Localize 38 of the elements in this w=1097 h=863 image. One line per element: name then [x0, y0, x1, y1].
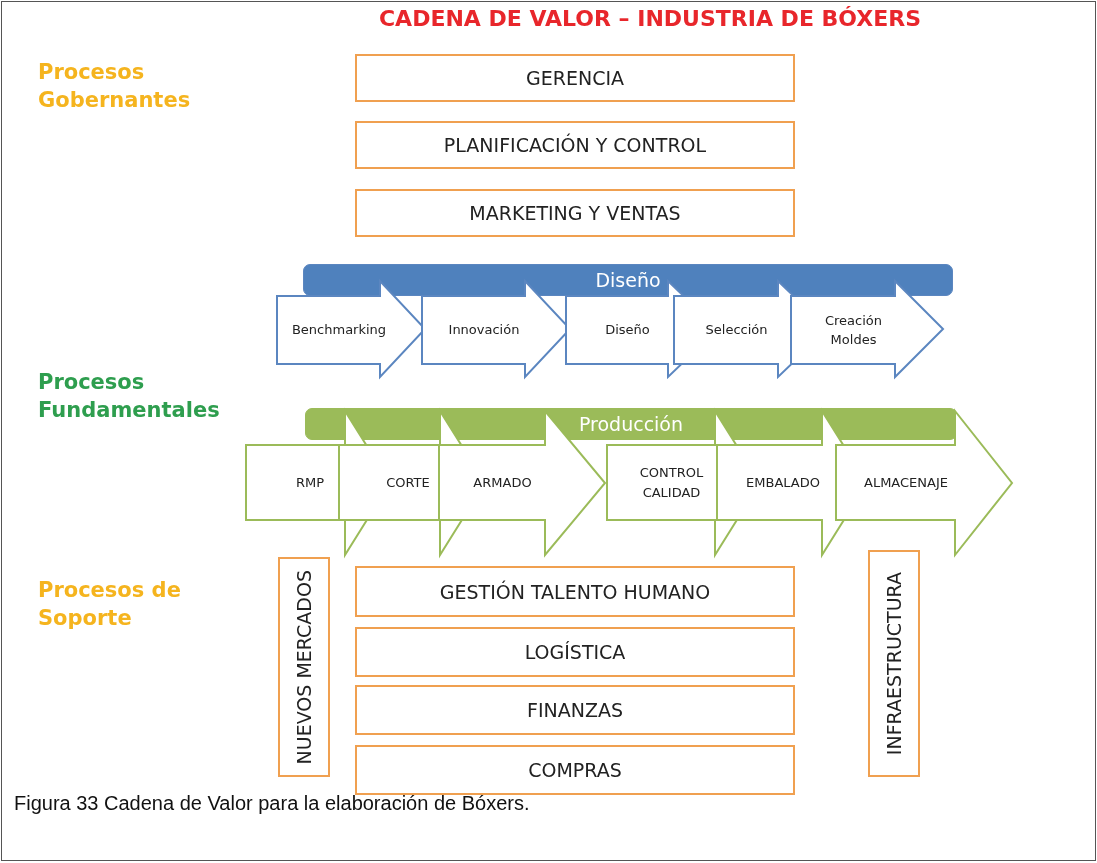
- process-label: GERENCIA: [526, 67, 624, 89]
- process-label: Diseño: [605, 321, 650, 340]
- stage-bar: [303, 264, 953, 296]
- process-label: NUEVOS MERCADOS: [293, 569, 315, 765]
- process-label: Innovación: [448, 321, 520, 340]
- process-label: CORTE: [386, 473, 430, 492]
- process-box: [355, 685, 795, 735]
- process-box: [278, 557, 330, 777]
- process-label: Benchmarking: [291, 321, 387, 340]
- process-label: RMP: [295, 473, 325, 492]
- stage-title: Diseño: [595, 269, 661, 291]
- figure-caption: Figura 33 Cadena de Valor para la elaboración de Bóxers.: [14, 792, 531, 816]
- process-label: EMBALADO: [746, 473, 820, 492]
- stage-title: Producción: [578, 413, 684, 435]
- process-label: MARKETING Y VENTAS: [469, 202, 681, 224]
- process-label: ALMACENAJE: [864, 473, 948, 492]
- stage-bar: [305, 408, 957, 440]
- process-box: [355, 566, 795, 617]
- process-box: [355, 121, 795, 169]
- process-box: [355, 189, 795, 237]
- section-label: Procesos de Soporte: [38, 577, 182, 633]
- process-label: Creación Moldes: [823, 311, 884, 349]
- diagram-title: CADENA DE VALOR – INDUSTRIA DE BÓXERS: [377, 6, 923, 33]
- process-label: FINANZAS: [527, 699, 623, 721]
- process-label: LOGÍSTICA: [524, 641, 626, 663]
- process-label: GESTIÓN TALENTO HUMANO: [439, 580, 711, 603]
- section-label: Procesos Fundamentales: [38, 369, 221, 425]
- process-label: Selección: [705, 321, 768, 340]
- process-label: COMPRAS: [528, 759, 622, 781]
- section-label: Procesos Gobernantes: [38, 59, 192, 115]
- process-box: [355, 627, 795, 677]
- process-label: CONTROL CALIDAD: [638, 464, 705, 502]
- process-box: [355, 54, 795, 102]
- process-box: [355, 745, 795, 795]
- process-label: ARMADO: [473, 473, 532, 492]
- process-label: INFRAESTRUCTURA: [883, 571, 905, 756]
- process-label: PLANIFICACIÓN Y CONTROL: [443, 134, 707, 156]
- process-box: [868, 550, 920, 777]
